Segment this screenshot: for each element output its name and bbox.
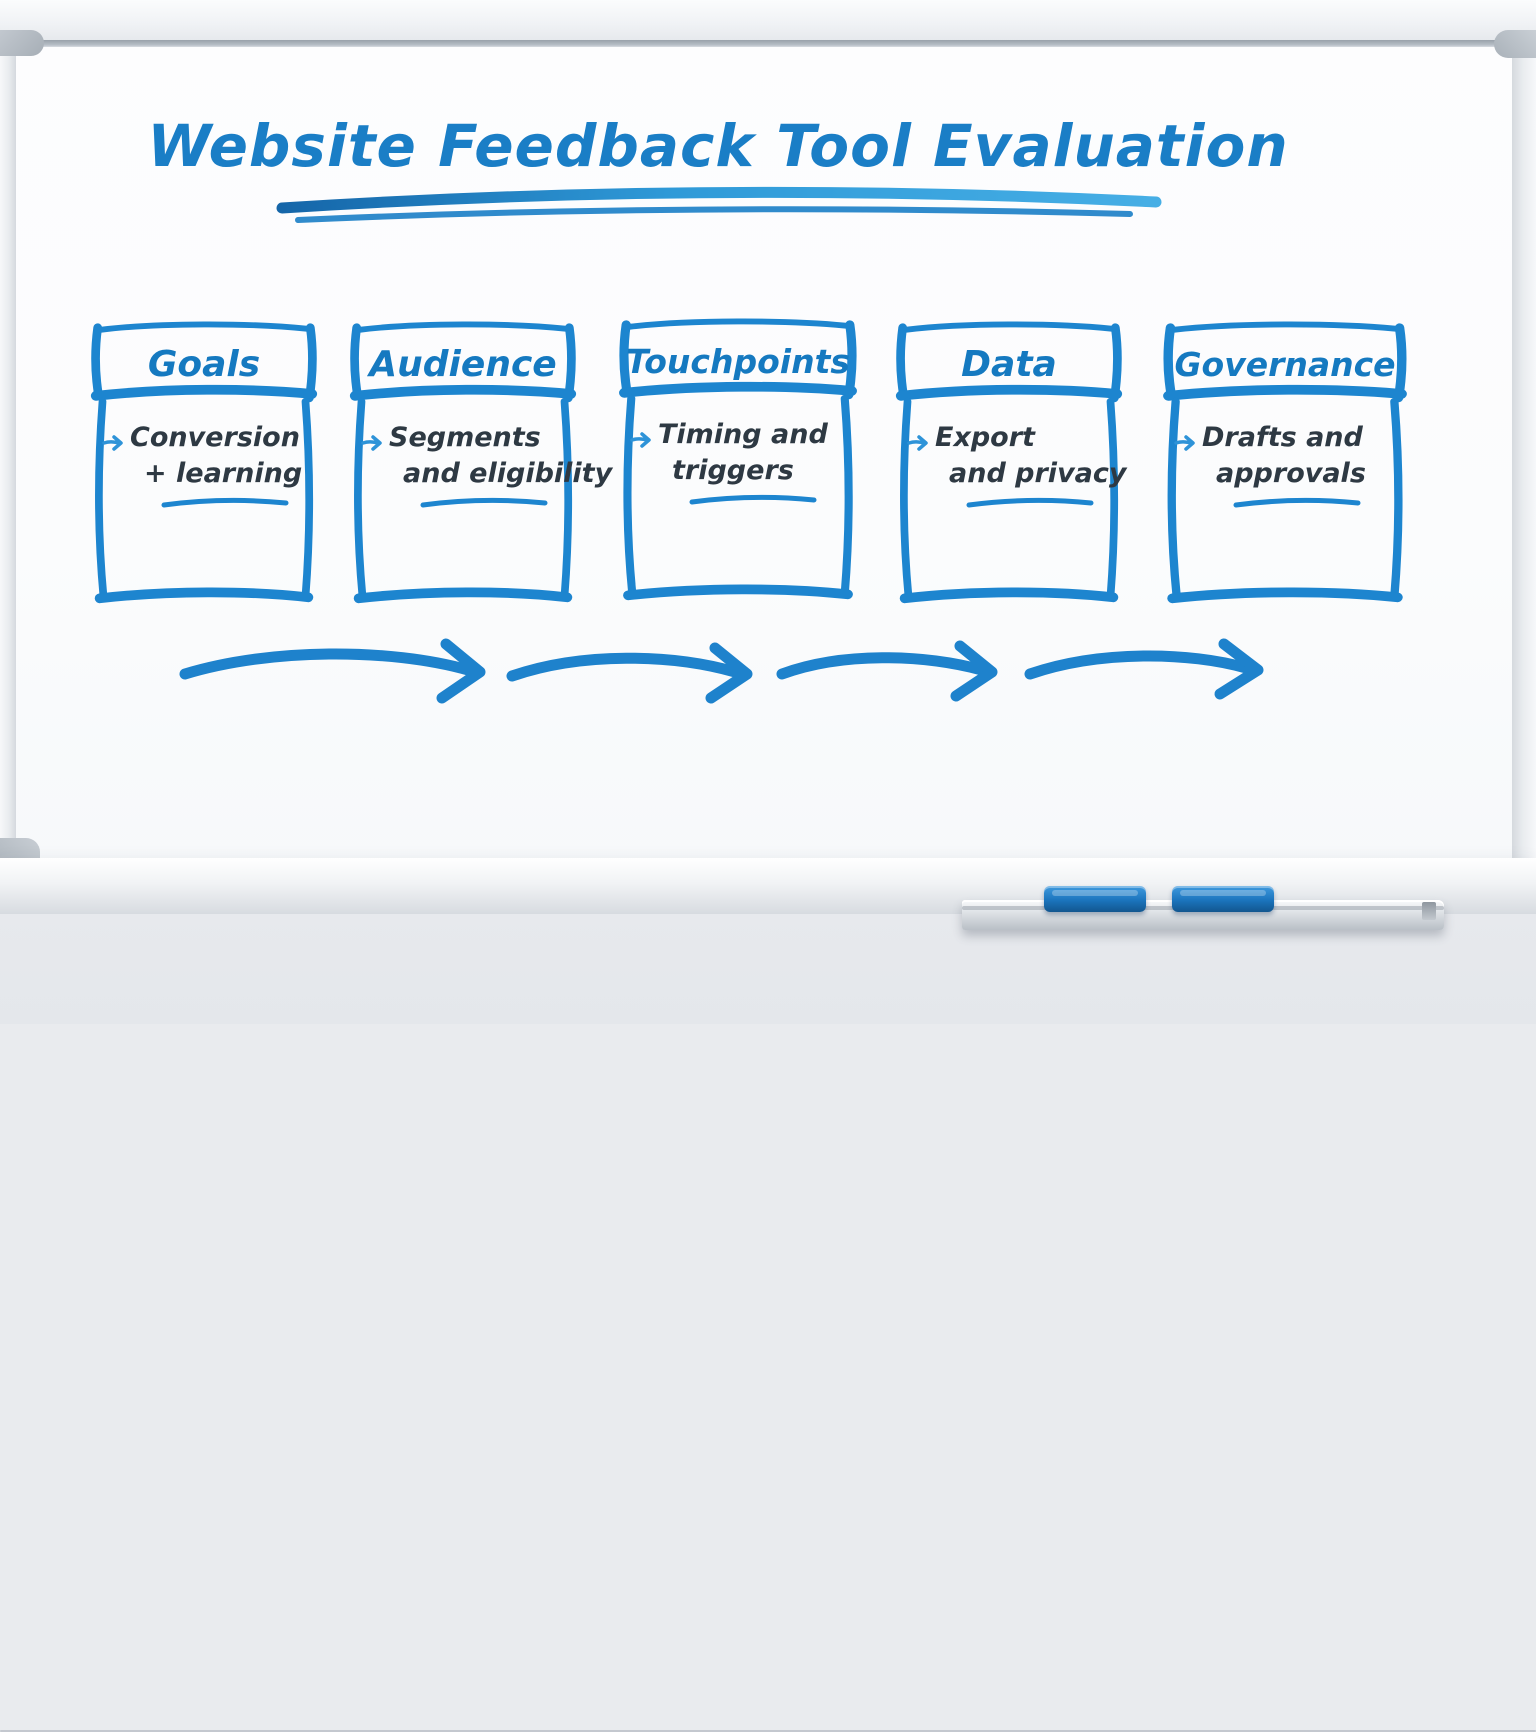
word-underline-stroke xyxy=(966,497,1094,508)
whiteboard-marker xyxy=(1044,886,1146,912)
bullet-arrow-icon xyxy=(1174,432,1198,458)
word-underline-stroke xyxy=(420,497,548,508)
marker-tray xyxy=(962,886,1444,930)
title-underline-stroke xyxy=(276,186,1162,223)
column-governance: Governance Drafts and approvals xyxy=(1160,318,1410,610)
flow-arrow-icon xyxy=(506,642,753,704)
bullet-arrow-icon xyxy=(630,429,654,455)
box-text-line: approvals xyxy=(1216,458,1366,490)
bullet-arrow-icon xyxy=(102,432,126,458)
board-frame-inner-edge xyxy=(14,40,1516,47)
flow-arrow-icon xyxy=(776,640,998,702)
box-text-line: + learning xyxy=(144,458,303,490)
box-text-line: Timing and xyxy=(658,419,828,450)
frame-corner-top-right xyxy=(1494,30,1536,58)
whiteboard-marker xyxy=(1172,886,1274,912)
word-underline-stroke xyxy=(1233,497,1361,508)
word-underline-stroke xyxy=(689,494,817,505)
box-text-line: Export xyxy=(935,422,1035,453)
column-touchpoints: Touchpoints Timing and triggers xyxy=(616,315,860,607)
word-underline-stroke xyxy=(161,497,289,508)
box-border xyxy=(90,321,318,604)
box-border xyxy=(1163,321,1407,604)
box-title-goals: Goals xyxy=(147,343,261,385)
box-title-touchpoints: Touchpoints xyxy=(626,341,850,381)
column-data: Data Export and privacy xyxy=(893,318,1127,610)
flow-arrow-icon xyxy=(1024,638,1264,700)
box-border xyxy=(895,321,1123,604)
board-title: Website Feedback Tool Evaluation xyxy=(147,112,1289,180)
bullet-arrow-icon xyxy=(361,432,385,458)
flow-arrows xyxy=(179,638,1264,704)
box-text-line: Drafts and xyxy=(1202,422,1363,453)
box-text-line: and eligibility xyxy=(403,458,613,490)
column-audience: Audience Segments and eligibility xyxy=(347,318,612,610)
column-goals: Goals Conversion + learning xyxy=(88,318,320,610)
board-frame-left xyxy=(0,36,16,892)
frame-corner-top-left xyxy=(0,30,44,56)
wall xyxy=(0,914,1536,1024)
box-border xyxy=(619,318,857,601)
box-text-line: triggers xyxy=(672,455,794,487)
board-frame-top xyxy=(0,0,1536,44)
box-text-line: and privacy xyxy=(949,458,1127,490)
box-text-line: Conversion xyxy=(130,422,300,453)
board-frame-right xyxy=(1512,36,1536,892)
box-title-data: Data xyxy=(961,343,1057,385)
box-text-line: Segments xyxy=(389,422,541,453)
tray-notch xyxy=(1422,902,1436,920)
box-title-audience: Audience xyxy=(369,343,557,385)
whiteboard: Website Feedback Tool Evaluation Go xyxy=(0,0,1536,914)
box-title-governance: Governance xyxy=(1174,344,1396,384)
bullet-arrow-icon xyxy=(907,432,931,458)
box-border xyxy=(349,321,577,604)
flow-arrow-icon xyxy=(179,638,486,704)
